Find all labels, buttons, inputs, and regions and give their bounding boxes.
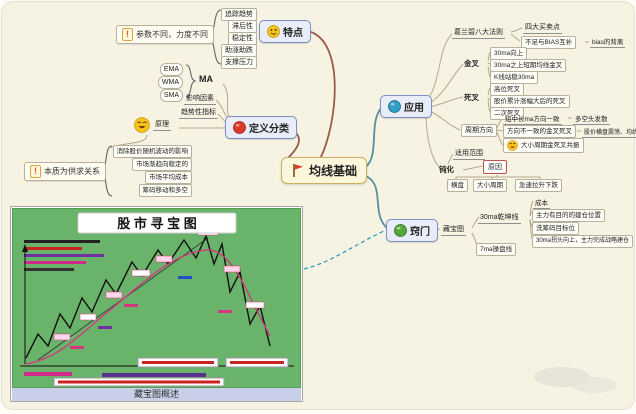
gelanbi-label[interactable]: 葛兰碧八大法则 — [452, 27, 505, 39]
node-dingyi-label: 定义分类 — [249, 124, 289, 135]
zhouqi-row3-label: 大小周期金死叉共振 — [521, 142, 580, 149]
zhouqi-row1[interactable]: 短中长ma方向一致 — [503, 113, 562, 125]
price-line — [25, 233, 271, 359]
legend-micro-text — [24, 240, 104, 271]
dingyi-factor[interactable]: 影响因素 — [184, 93, 216, 105]
exclamation-icon: ! — [30, 165, 41, 178]
treasure-map-caption: 藏宝图概述 — [12, 388, 301, 401]
laughing-emoji-icon — [134, 117, 150, 133]
node-qiaomen[interactable]: 窍门 — [386, 219, 438, 242]
dunhua-cause[interactable]: 大小周期 — [473, 179, 507, 192]
tedian-callout-label: 参数不同，力度不同 — [136, 30, 208, 39]
jincha-label[interactable]: 金叉 — [464, 59, 479, 68]
sicha-item[interactable]: 高位死叉 — [490, 83, 524, 96]
dunhua-reason[interactable]: 原因 — [483, 160, 507, 174]
dunhua-scope[interactable]: 适用范围 — [453, 148, 485, 160]
annotation-box — [53, 357, 289, 387]
treasure-map-title: 股 市 寻 宝 图 — [117, 216, 196, 231]
yuanli-label: 原理 — [153, 119, 171, 131]
center-topic-label: 均线基础 — [309, 164, 358, 178]
node-tedian[interactable]: 特点 — [259, 20, 311, 43]
tedian-item[interactable]: 支撑压力 — [221, 56, 257, 69]
ma-label[interactable]: MA — [199, 74, 213, 84]
laughing-emoji-icon — [507, 140, 518, 151]
note-strip — [102, 373, 206, 377]
note-strip — [24, 372, 72, 376]
annotation-micro-text — [70, 276, 232, 349]
gelanbi-item2[interactable]: 不足与BIAS互补 — [521, 36, 577, 49]
treasure-map-chart: 股 市 寻 宝 图 — [12, 208, 301, 388]
qiankun-item[interactable]: 主力有目的的建仓位置 — [532, 209, 605, 222]
sicha-item[interactable]: 二次死叉 — [490, 107, 524, 120]
title-banner — [77, 212, 237, 234]
dunhua-label[interactable]: 钝化 — [439, 165, 454, 174]
red-flag-icon — [293, 164, 303, 177]
sicha-label[interactable]: 死叉 — [464, 93, 479, 102]
center-topic[interactable]: 均线基础 — [281, 157, 368, 184]
qiankun-item[interactable]: 成本 — [533, 197, 550, 209]
ma-type[interactable]: SMA — [159, 89, 183, 102]
gelanbi-item2-child[interactable]: bias的背离 — [590, 36, 626, 48]
tedian-callout[interactable]: ! 参数不同，力度不同 — [116, 25, 214, 44]
dunhua-cause[interactable]: 横盘 — [447, 179, 468, 192]
yuanli-item[interactable]: 市场平均成本 — [145, 171, 192, 184]
ma-curve — [25, 249, 271, 365]
smiley-face-icon — [267, 25, 280, 38]
dingyi-indicator[interactable]: 趋势性指标 — [179, 107, 218, 119]
node-tedian-label: 特点 — [283, 28, 303, 39]
dunhua-cause[interactable]: 急速拉升下跌 — [515, 179, 562, 192]
zhouqi-row3[interactable]: 大小周期金死叉共振 — [503, 138, 584, 153]
treasure-map-image: 股 市 寻 宝 图 藏宝图概述 — [10, 206, 303, 402]
node-yingyong-label: 应用 — [404, 103, 424, 114]
yuanli-item[interactable]: 消除股价随机波动的影响 — [112, 145, 192, 158]
caopan-label[interactable]: 7ma操盘线 — [476, 243, 517, 256]
qiankun-item[interactable]: 30ma拐头向上，主力完成战略建仓 — [532, 235, 634, 248]
zhouqi-label[interactable]: 周期方向 — [461, 124, 497, 137]
node-yuanli[interactable]: 原理 — [134, 117, 171, 133]
ma-type[interactable]: WMA — [157, 76, 183, 89]
node-dingyi[interactable]: 定义分类 — [225, 116, 297, 139]
qiaomen-map[interactable]: 藏宝图 — [441, 224, 466, 236]
exclamation-icon: ! — [122, 28, 133, 41]
zhouqi-row2[interactable]: 方向不一致的金叉死叉 — [503, 125, 576, 138]
zhouqi-row1-child[interactable]: 多空头发散 — [573, 113, 610, 125]
node-yingyong[interactable]: 应用 — [380, 95, 432, 118]
blue-ball-icon — [388, 100, 401, 113]
treasure-link-dashed — [303, 230, 385, 270]
gelanbi-item1[interactable]: 四大买卖点 — [523, 22, 562, 34]
node-qiaomen-label: 窍门 — [410, 227, 430, 238]
watermark — [534, 367, 616, 393]
qiankun-label[interactable]: 30ma乾坤线 — [478, 212, 521, 224]
ma-type[interactable]: EMA — [159, 63, 183, 76]
yuanli-callout[interactable]: ! 本质为供求关系 — [24, 162, 106, 181]
yuanli-callout-label: 本质为供求关系 — [44, 167, 100, 176]
yuanli-item[interactable]: 筹码移动和多空 — [138, 184, 192, 197]
yuanli-item[interactable]: 市场渐趋向稳定的 — [132, 158, 192, 171]
red-ball-icon — [233, 121, 246, 134]
qiankun-item[interactable]: 洗筹码目标位 — [532, 222, 579, 235]
sicha-item[interactable]: 股价累计涨幅大后的死叉 — [490, 95, 570, 108]
green-ball-icon — [394, 224, 407, 237]
zhouqi-row2-child[interactable]: 股价横盘震荡、均线缠绕 — [582, 127, 636, 138]
